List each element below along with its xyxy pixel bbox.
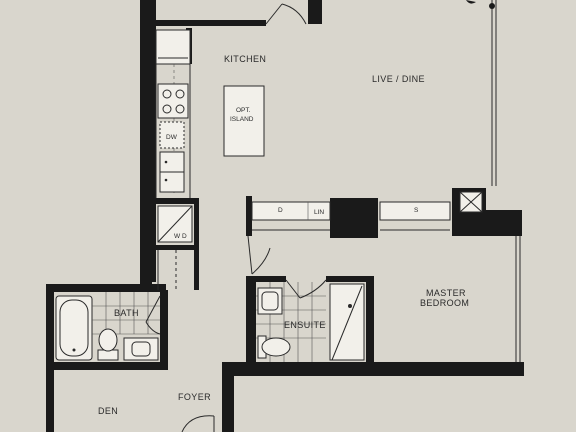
closets: [251, 191, 483, 231]
room-label-foyer: FOYER: [178, 392, 211, 402]
room-label-kitchen: KITCHEN: [224, 54, 266, 64]
kitchen-counter: [155, 29, 191, 198]
room-label-master-line2: BEDROOM: [420, 298, 469, 308]
washer-dryer: [157, 205, 193, 290]
room-label-den: DEN: [98, 406, 118, 416]
closet-lin-label: LIN: [314, 209, 324, 216]
bath-door[interactable]: [145, 295, 161, 335]
island-label-line2: ISLAND: [230, 116, 254, 123]
room-label-ensuite: ENSUITE: [284, 320, 326, 330]
ensuite-fixtures: [256, 282, 365, 362]
washer-dryer-label: W D: [174, 233, 187, 240]
room-label-live-dine: LIVE / DINE: [372, 74, 425, 84]
closet-d-label: D: [278, 207, 283, 214]
foyer-door[interactable]: [181, 415, 215, 432]
bath-fixtures: [55, 292, 160, 361]
window-lines: [466, 0, 521, 362]
dishwasher-label: DW: [166, 134, 178, 141]
kitchen-island: [223, 85, 265, 157]
closet-s-label: S: [414, 207, 419, 214]
kitchen-entry-door[interactable]: [265, 3, 307, 25]
ensuite-door[interactable]: [285, 279, 327, 299]
island-label-line1: OPT.: [236, 107, 251, 114]
room-label-master-line1: MASTER: [426, 288, 466, 298]
room-label-bath: BATH: [114, 308, 139, 318]
bedroom-door[interactable]: [247, 235, 271, 275]
